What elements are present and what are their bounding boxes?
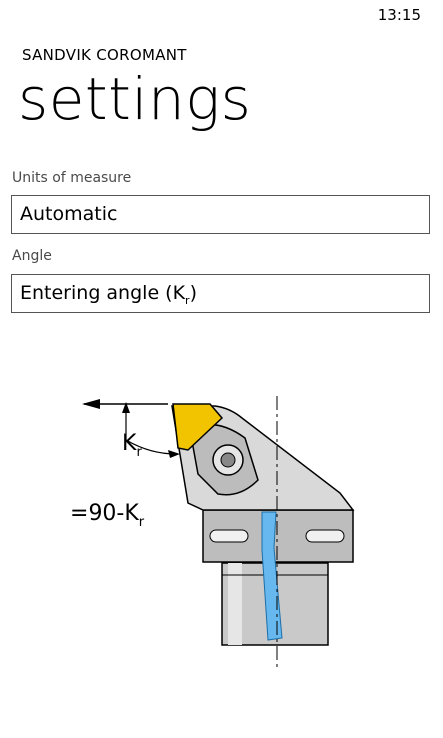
- screw-socket: [220, 452, 236, 468]
- tool-holder-diagram: Kr Ψr =90-Kr: [70, 396, 355, 670]
- feed-arrow: [82, 399, 100, 409]
- units-picker[interactable]: Automatic: [11, 195, 430, 234]
- status-bar: 13:15: [0, 0, 443, 30]
- app-title: SANDVIK COROMANT: [22, 46, 187, 64]
- angle-label: Angle: [12, 248, 52, 264]
- collar-slot-right: [305, 529, 345, 543]
- shank-highlight: [228, 563, 242, 645]
- units-value: Automatic: [20, 203, 118, 225]
- clock: 13:15: [377, 6, 421, 24]
- angle-value: Entering angle (Kr): [20, 282, 197, 307]
- kr-arrow-right: [168, 450, 180, 458]
- units-label: Units of measure: [12, 170, 132, 186]
- angle-picker[interactable]: Entering angle (Kr): [11, 274, 430, 313]
- kr-label: Kr: [122, 431, 142, 460]
- formula-rhs: =90-Kr: [70, 501, 145, 530]
- insert: [172, 403, 224, 451]
- collar-slot-left: [209, 529, 249, 543]
- kr-arrow-up: [122, 402, 130, 413]
- page-title: settings: [18, 65, 252, 133]
